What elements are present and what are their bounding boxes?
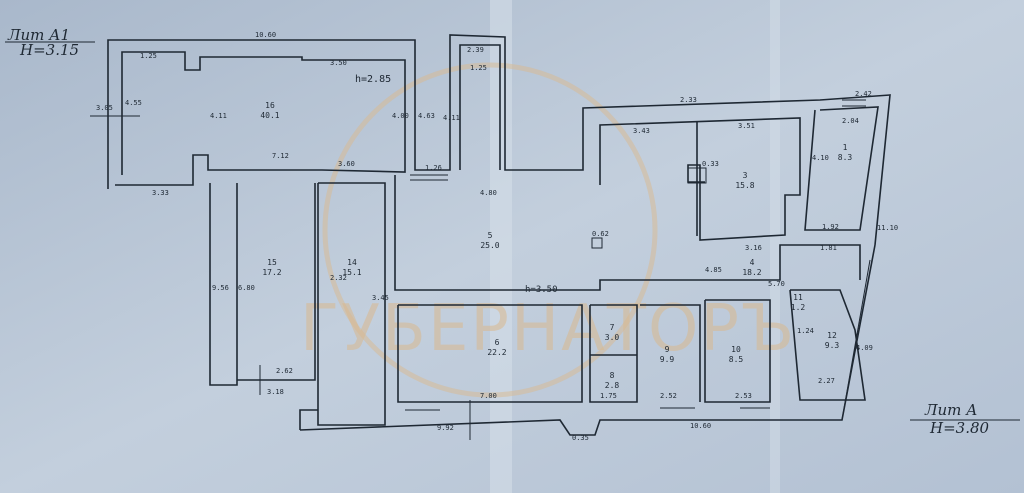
dimension: 2.39	[467, 46, 484, 54]
room-number: 15	[267, 258, 277, 267]
dimension-labels: 10.60 1.25 3.50 3.05 4.55 4.11 4.00 4.63…	[96, 31, 898, 442]
lit-a1-height: H=3.15	[19, 41, 79, 59]
paper-fold	[490, 0, 512, 493]
lit-a-height: H=3.80	[929, 419, 990, 437]
dimension: 2.04	[842, 117, 859, 125]
dimension: 4.63	[418, 112, 435, 120]
room-area: 9.9	[660, 355, 675, 364]
dimension: 3.51	[738, 122, 755, 130]
dimension: 4.11	[210, 112, 227, 120]
stairs-and-doors	[90, 99, 866, 440]
watermark-seal	[322, 62, 658, 398]
dimension: 4.00	[392, 112, 409, 120]
dimension: 2.33	[680, 96, 697, 104]
dimension: 1.92	[822, 223, 839, 231]
ceiling-note: h=3.50	[525, 285, 558, 295]
room-number: 12	[827, 331, 837, 340]
dimension: 2.53	[735, 392, 752, 400]
paper-fold	[770, 0, 780, 493]
dimension: 5.70	[768, 280, 785, 288]
room-number: 16	[265, 101, 275, 110]
dimension: 7.12	[272, 152, 289, 160]
dimension: 3.43	[633, 127, 650, 135]
dimension: 2.32	[330, 274, 347, 282]
room-number: 5	[488, 231, 493, 240]
room-area: 9.3	[825, 341, 840, 350]
dimension: 11.10	[877, 224, 898, 232]
dimension: 3.50	[330, 59, 347, 67]
dimension: 0.62	[592, 230, 609, 238]
room-number: 8	[610, 371, 615, 380]
room-number: 4	[750, 258, 755, 267]
dimension: 4.80	[480, 189, 497, 197]
dimension: 3.16	[745, 244, 762, 252]
dimension: 4.55	[125, 99, 142, 107]
room-area: 15.8	[735, 181, 754, 190]
walls	[107, 34, 891, 436]
dimension: 3.18	[267, 388, 284, 396]
dimension: 7.00	[480, 392, 497, 400]
dimension: 9.92	[437, 424, 454, 432]
room-area: 8.5	[729, 355, 744, 364]
room-number: 9	[665, 345, 670, 354]
room-number: 10	[731, 345, 741, 354]
room-number: 3	[743, 171, 748, 180]
room-area: 17.2	[262, 268, 281, 277]
dimension: 0.35	[572, 434, 589, 442]
dimension: 1.81	[820, 244, 837, 252]
dimension: 9.56	[212, 284, 229, 292]
room-number: 11	[793, 293, 803, 302]
room-number: 7	[610, 323, 615, 332]
room-area: 40.1	[260, 111, 279, 120]
ceiling-note: h=2.85	[355, 74, 391, 85]
dimension: 10.60	[690, 422, 711, 430]
dimension: 1.26	[425, 164, 442, 172]
room-area: 1.2	[791, 303, 806, 312]
dimension: 2.52	[660, 392, 677, 400]
room-number: 1	[843, 143, 848, 152]
dimension: 1.75	[600, 392, 617, 400]
column	[591, 237, 603, 249]
dimension: 3.33	[152, 189, 169, 197]
dimension: 1.24	[797, 327, 814, 335]
dimension: 1.25	[140, 52, 157, 60]
dimension: 4.09	[856, 344, 873, 352]
dimension: 0.33	[702, 160, 719, 168]
room-area: 8.3	[838, 153, 853, 162]
dimension: 3.05	[96, 104, 113, 112]
room-number: 14	[347, 258, 357, 267]
room-area: 15.1	[342, 268, 361, 277]
dimension: 4.85	[705, 266, 722, 274]
room-area: 18.2	[742, 268, 761, 277]
room-area: 3.0	[605, 333, 620, 342]
dimension: 2.42	[855, 90, 872, 98]
room-area: 22.2	[487, 348, 506, 357]
dimension: 2.62	[276, 367, 293, 375]
dimension: 1.25	[470, 64, 487, 72]
column	[687, 167, 707, 184]
room-number: 6	[495, 338, 500, 347]
lit-a1-label: Лит А1	[7, 26, 70, 44]
lit-a-label: Лит А	[924, 401, 978, 419]
room-area: 2.8	[605, 381, 620, 390]
dimension: 10.60	[255, 31, 276, 39]
dimension: 4.10	[812, 154, 829, 162]
dimension: 6.80	[238, 284, 255, 292]
dimension: 4.11	[443, 114, 460, 122]
dimension: 2.27	[818, 377, 835, 385]
watermark-text: ГУБЕРНАТОРЪ	[300, 292, 796, 366]
dimension: 3.45	[372, 294, 389, 302]
room-area: 25.0	[480, 241, 499, 250]
dimension: 3.60	[338, 160, 355, 168]
